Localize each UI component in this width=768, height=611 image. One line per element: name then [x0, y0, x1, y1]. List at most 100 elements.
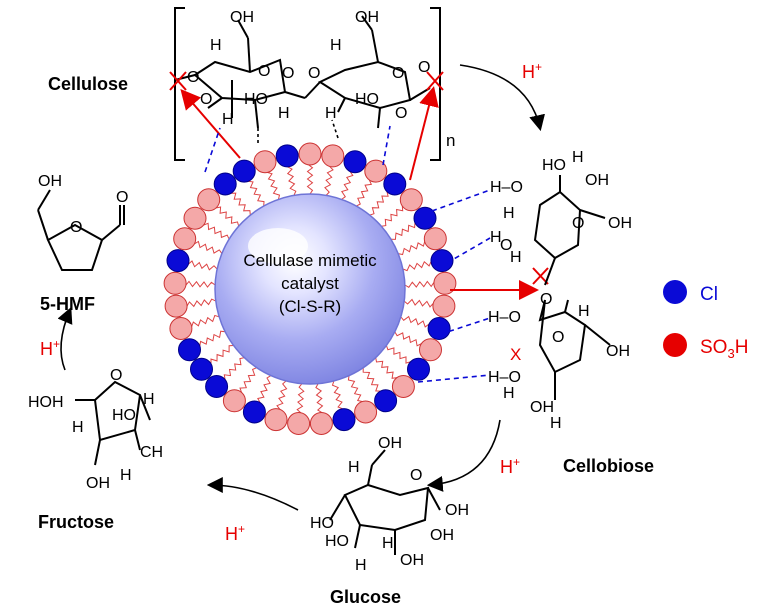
so3h-head-ball [173, 227, 197, 251]
surfactant-tail [296, 383, 305, 415]
acid-labels: H+ H+ H+ H+ [40, 60, 542, 544]
catalyst-sphere [214, 193, 406, 385]
atom-oh: OH [38, 173, 62, 190]
so3h-head-ball [222, 389, 246, 413]
acid-label: H+ [500, 455, 520, 477]
surfactant-tail [246, 180, 265, 207]
atom-ho: HO [542, 157, 566, 174]
legend-label-so3h: SO3H [700, 337, 748, 361]
atom-oh: OH [445, 502, 469, 519]
acid-label: H+ [40, 337, 60, 359]
so3h-head-ball [321, 144, 345, 168]
repeat-n: n [446, 131, 455, 150]
atom-o: O [116, 189, 128, 206]
fructose-structure [75, 380, 151, 466]
atom-h: H [355, 557, 367, 574]
surfactant-tail [347, 375, 364, 403]
hydrogen-bonds-black [257, 119, 339, 143]
surfactant-tail [390, 221, 416, 240]
surfactant-tail [257, 375, 272, 405]
cl-head-ball [407, 357, 430, 381]
atom-oh: OH [400, 552, 424, 569]
surfactant-tail [398, 239, 426, 256]
cl-head-ball [166, 249, 190, 273]
glucose-atoms: OH H O HO HO OH OH H OH H [310, 435, 469, 574]
so3h-head-ball [163, 271, 187, 295]
catalyst-label-2: catalyst [281, 274, 339, 293]
cl-head-ball [413, 206, 437, 230]
surfactant-tail [223, 357, 245, 382]
so3h-head-ball [364, 159, 388, 183]
atom-ho: HO [244, 91, 268, 108]
atom-h: H [348, 459, 360, 476]
cl-head-ball [242, 400, 266, 424]
atom-h: H [72, 419, 84, 436]
surfactant-tail [239, 367, 257, 395]
atom-oh: OH [530, 399, 554, 416]
surfactant-tail [400, 315, 431, 328]
so3h-head-ball [253, 150, 277, 174]
surfactant-tail [403, 298, 435, 308]
atom-h: H [325, 105, 337, 122]
cl-head-ball [343, 150, 367, 174]
atom-h: H [143, 391, 155, 408]
surfactant-tail [331, 380, 345, 410]
so3h-head-ball [287, 412, 311, 435]
atom-o: O [572, 215, 584, 232]
acid-label: H+ [225, 522, 245, 544]
surfactant-tail [381, 204, 404, 227]
cellulose-structure [174, 7, 441, 161]
surfactant-tail [192, 240, 223, 254]
atom-o: O [200, 91, 212, 108]
atom-ch2oh: CH [140, 444, 163, 461]
acid-label: H+ [522, 60, 542, 82]
cycle-arrows [57, 64, 545, 511]
cellulose-atoms: OH OH H H O O O O O O O H HO H H HO O [187, 9, 430, 128]
atom-h: H [578, 303, 590, 320]
cleavage-x: X [510, 345, 521, 364]
surfactant-tail [214, 206, 240, 227]
cl-head-ball [232, 159, 256, 183]
atom-h-o: H–O [488, 309, 521, 326]
surfactant-tail [184, 280, 216, 288]
so3h-head-ball [197, 188, 221, 212]
cl-head-ball [332, 408, 356, 432]
hmf-structure [37, 189, 125, 271]
atom-o: O [70, 219, 82, 236]
atom-h: H [330, 37, 342, 54]
atom-o: O [552, 329, 564, 346]
surfactant-tail [306, 163, 314, 195]
cl-head-ball [427, 317, 451, 340]
surfactant-tail [185, 298, 217, 308]
hmf-atoms: OH O O [38, 173, 128, 236]
catalyst-label-1: Cellulase mimetic [243, 251, 377, 270]
atom-oh: OH [585, 172, 609, 189]
fructose-atoms: HOH O H HO H CH H OH [28, 367, 163, 492]
cellobiose-atoms: HO H OH H–O H OH O H O H O H–O H OH O H–… [488, 149, 632, 432]
atom-oh: OH [86, 475, 110, 492]
atom-o: O [282, 65, 294, 82]
atom-h: H [490, 229, 502, 246]
catalyst-label-3: (Cl-S-R) [279, 297, 341, 316]
so3h-head-ball [419, 338, 442, 362]
atom-oh: OH [608, 215, 632, 232]
atom-h: H [550, 415, 562, 432]
surfactant-tail [385, 345, 413, 364]
so3h-head-ball [432, 294, 456, 318]
so3h-head-ball [264, 408, 288, 432]
label-cellobiose: Cellobiose [563, 456, 654, 476]
atom-oh: OH [378, 435, 402, 452]
atom-o: O [410, 467, 422, 484]
label-glucose: Glucose [330, 587, 401, 607]
surfactant-tail [190, 314, 220, 329]
atom-ho: HO [325, 533, 349, 550]
cl-head-ball [430, 249, 454, 273]
atom-h: H [120, 467, 132, 484]
cl-head-ball [374, 389, 398, 413]
atom-h: H [382, 535, 394, 552]
so3h-head-ball [298, 142, 322, 166]
so3h-head-ball [309, 412, 333, 435]
cl-head-ball [213, 172, 237, 196]
atom-h: H [572, 149, 584, 166]
